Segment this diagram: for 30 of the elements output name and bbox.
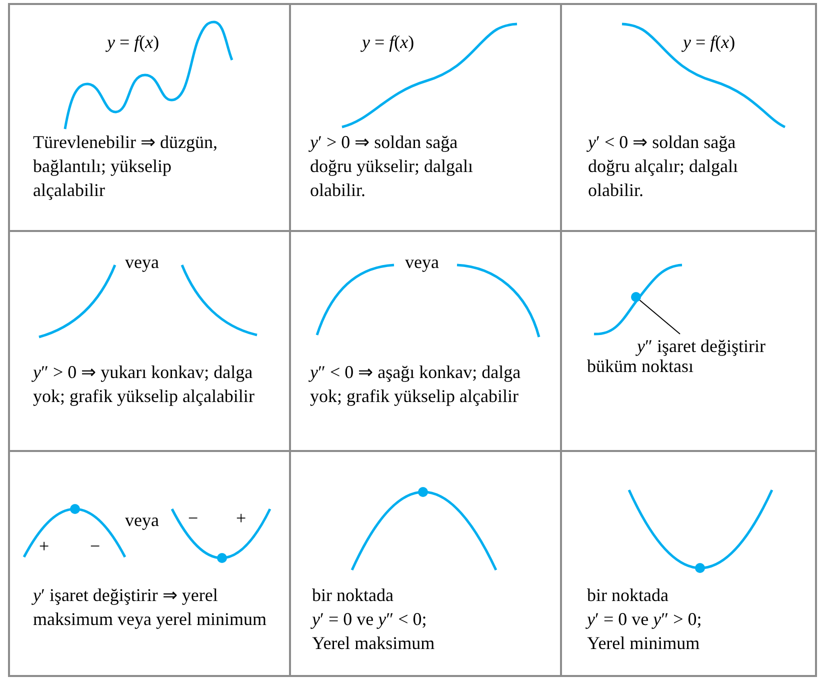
description-text: bir noktada bbox=[587, 584, 668, 607]
grid-cell bbox=[560, 450, 817, 677]
description-text: y′ = 0 ve y″ < 0; bbox=[312, 608, 427, 631]
function-label: y = f(x) bbox=[683, 31, 736, 54]
description-text: Türevlenebilir ⇒ düzgün, bağlantılı; yükselip alçalabilir bbox=[33, 131, 218, 202]
grid-cell bbox=[8, 450, 291, 677]
description-text: Yerel minimum bbox=[587, 632, 700, 655]
or-text: veya bbox=[125, 509, 159, 532]
description-text: y″ < 0 ⇒ aşağı konkav; dalga yok; grafik yükselip alçabilir bbox=[310, 361, 522, 408]
description-text: y′ > 0 ⇒ soldan sağa doğru yükselir; dalgalı olabilir. bbox=[310, 131, 474, 202]
description-text: y′ < 0 ⇒ soldan sağa doğru alçalır; dalgalı olabilir. bbox=[588, 131, 739, 202]
or-text: veya bbox=[125, 251, 159, 274]
sign-label: − bbox=[188, 507, 198, 530]
function-label: y = f(x) bbox=[107, 31, 160, 54]
sign-label: + bbox=[236, 507, 246, 530]
grid-cell bbox=[560, 3, 817, 232]
sign-label: − bbox=[90, 535, 100, 558]
or-text: veya bbox=[405, 251, 439, 274]
leader-line bbox=[639, 300, 680, 334]
inflection-point bbox=[631, 292, 641, 302]
function-label: y = f(x) bbox=[362, 31, 414, 54]
description-text: y′ = 0 ve y″ > 0; bbox=[587, 608, 702, 631]
grid-cell bbox=[8, 3, 291, 232]
description-text: y′ işaret değiştirir ⇒ yerel maksimum veya yerel minimum bbox=[33, 584, 268, 631]
description-text: bir noktada bbox=[312, 584, 394, 607]
description-text: büküm noktası bbox=[587, 356, 694, 378]
annotation-text: y″ işaret değiştirir bbox=[637, 335, 766, 358]
description-text: Yerel maksimum bbox=[312, 632, 435, 655]
sign-label: + bbox=[39, 535, 50, 558]
description-text: y″ > 0 ⇒ yukarı konkav; dalga yok; grafik yükselip alçalabilir bbox=[33, 361, 256, 408]
